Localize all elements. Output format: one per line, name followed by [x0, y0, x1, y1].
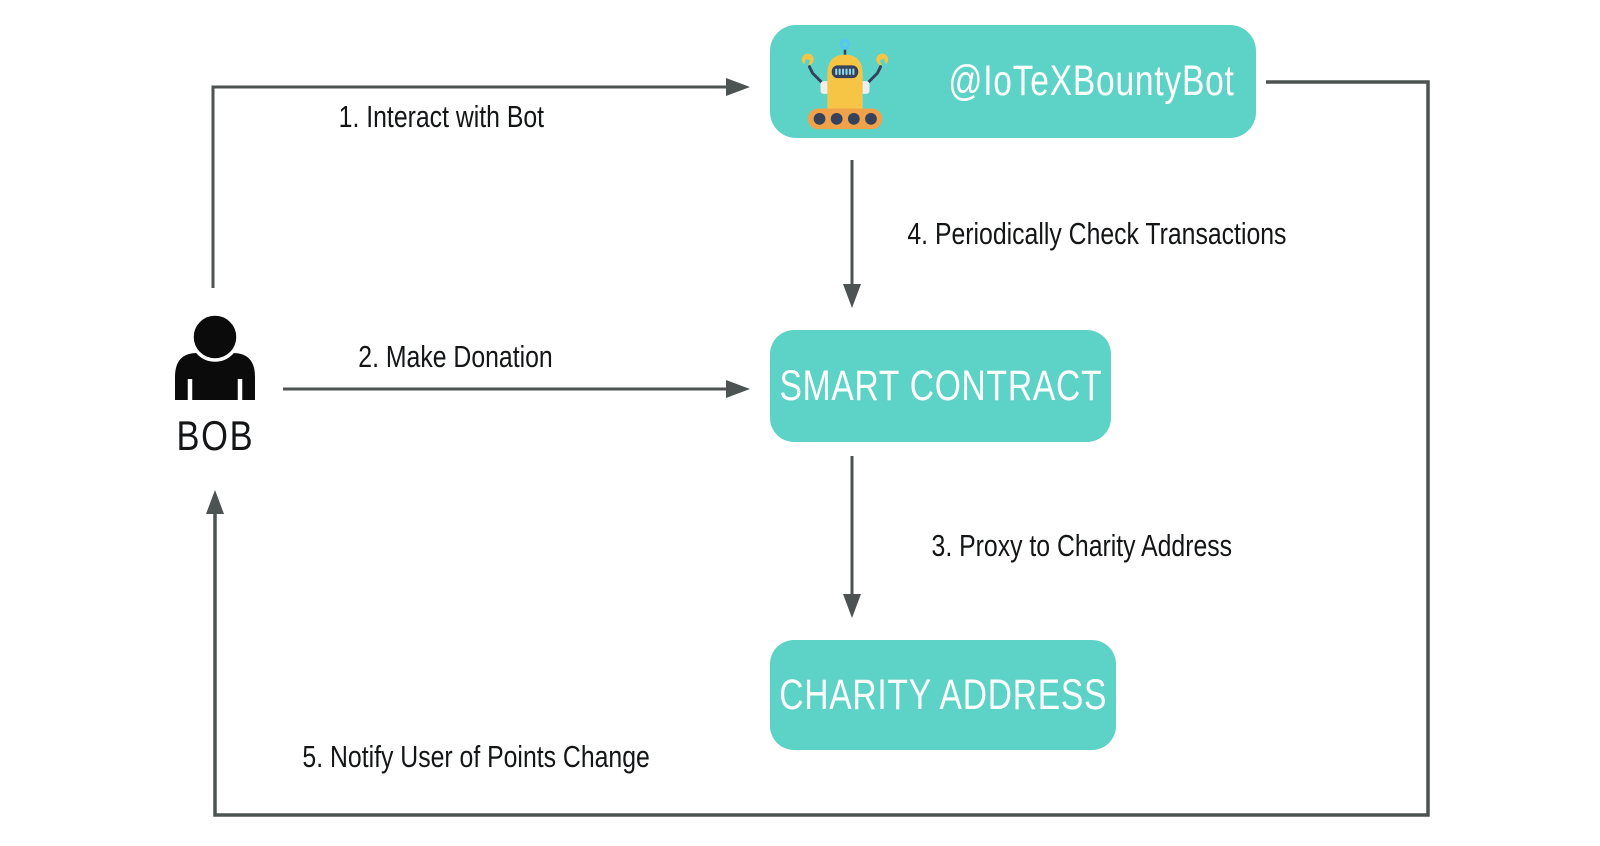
- edge-label-make-donation: 2. Make Donation: [357, 339, 553, 374]
- robot-icon: [801, 38, 889, 129]
- arrowhead-right-icon: [726, 380, 750, 398]
- arrowhead-down-icon: [843, 594, 861, 618]
- edge-label-notify-user: 5. Notify User of Points Change: [302, 739, 650, 774]
- edge-label-interact-with-bot: 1. Interact with Bot: [338, 99, 544, 134]
- edge-label-check-transactions: 4. Periodically Check Transactions: [907, 216, 1287, 251]
- node-charity-address: CHARITY ADDRESS: [770, 640, 1116, 750]
- edge-label-proxy-to-charity: 3. Proxy to Charity Address: [931, 528, 1233, 563]
- arrowhead-up-icon: [206, 490, 224, 514]
- arrowhead-right-icon: [726, 78, 750, 96]
- actor-label: BOB: [176, 412, 254, 459]
- node-smart-contract: SMART CONTRACT: [770, 330, 1111, 442]
- bot-node-label: @IoTeXBountyBot: [948, 57, 1235, 105]
- arrow-interact-with-bot: [211, 85, 728, 288]
- person-icon: [175, 312, 255, 400]
- node-bounty-bot: @IoTeXBountyBot: [770, 25, 1256, 138]
- smart-contract-label: SMART CONTRACT: [779, 361, 1102, 410]
- arrow-notify-user: [213, 80, 1430, 817]
- node-actor-bob: BOB: [165, 305, 265, 460]
- charity-address-label: CHARITY ADDRESS: [779, 670, 1107, 719]
- arrowhead-down-icon: [843, 284, 861, 308]
